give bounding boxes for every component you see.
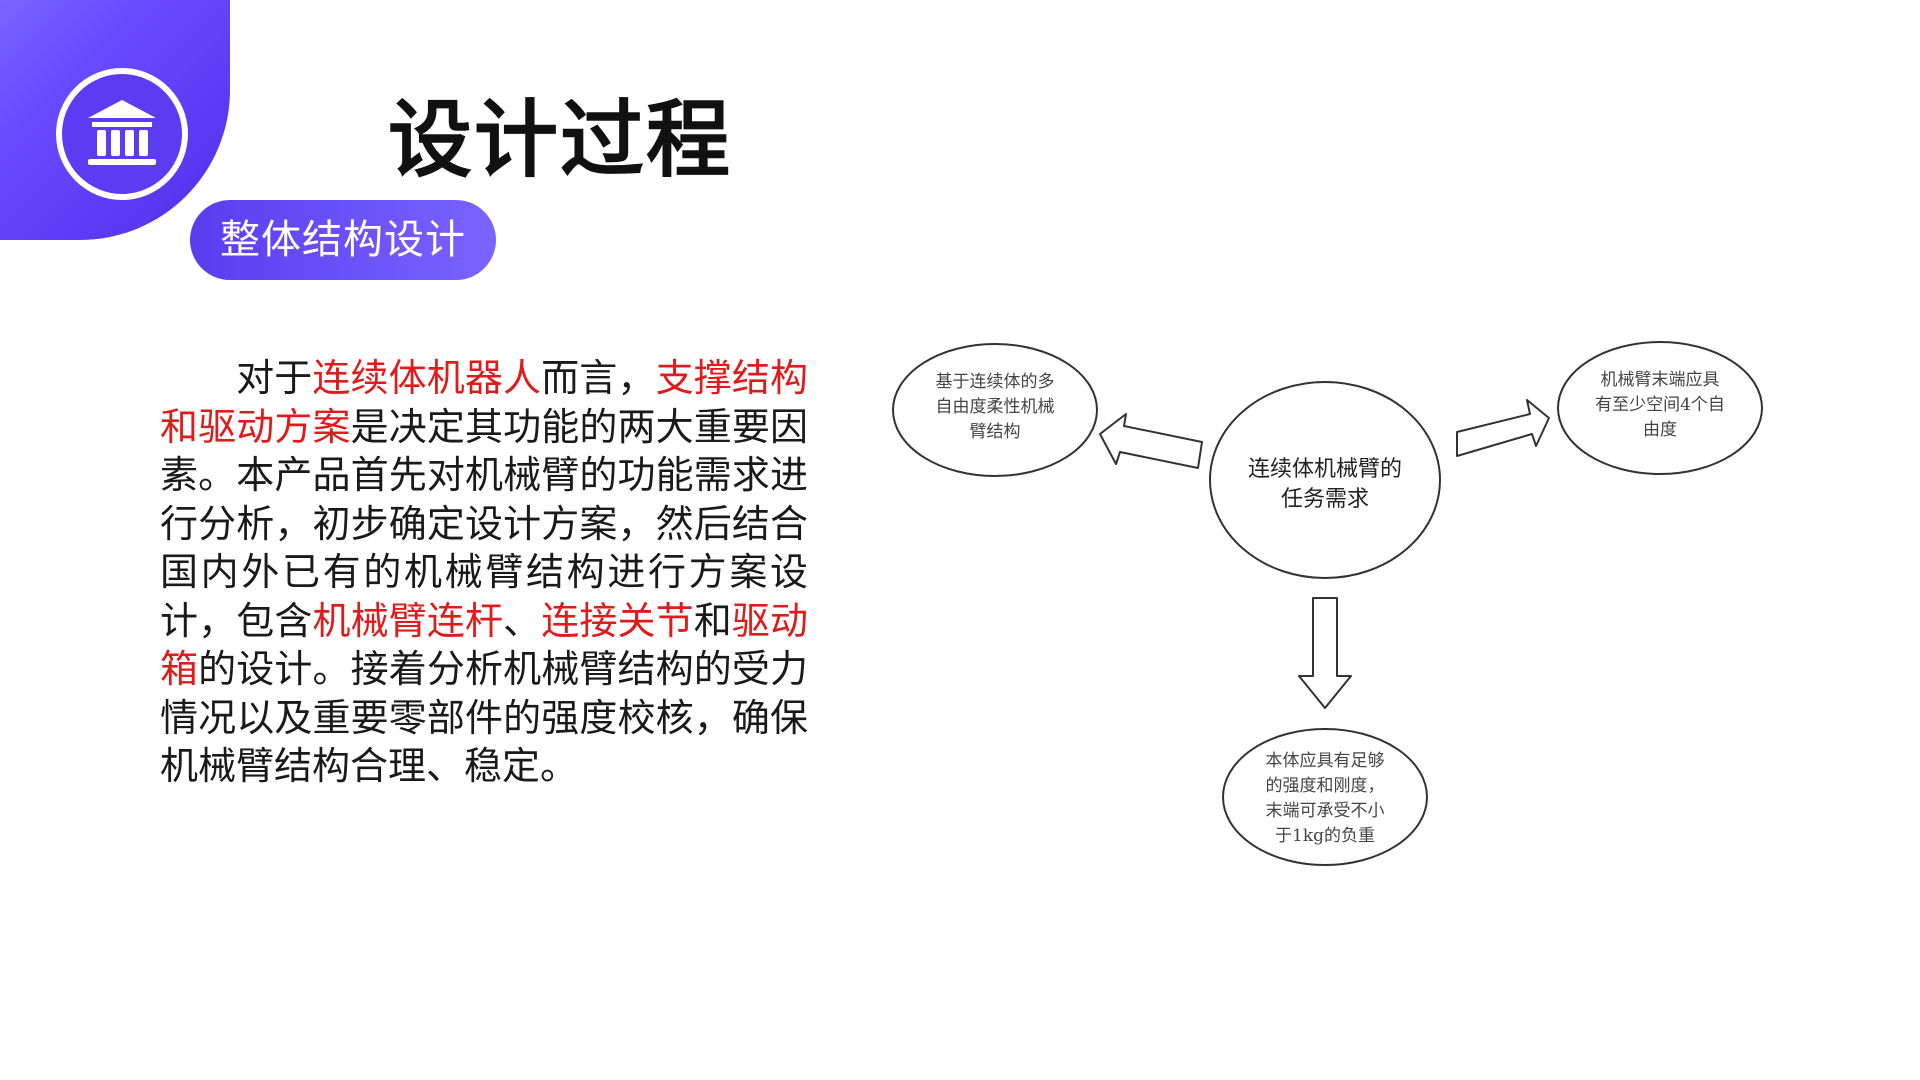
highlight-text-run: 连续体机器人 <box>312 356 542 400</box>
bottom-node-line: 于1kg的负重 <box>1275 826 1375 846</box>
text-run: 的设计。接着分析机械臂结构的受力情况以及重要零部件的强度校核，确保机械臂结构合理… <box>160 647 808 788</box>
right-node-ellipse <box>1557 341 1763 475</box>
highlight-text-run: 连接关节 <box>541 598 694 643</box>
right-node-line: 机械臂末端应具 <box>1601 370 1720 390</box>
text-run: 和 <box>693 598 732 643</box>
diagram-svg: 基于连续体的多 自由度柔性机械 臂结构 机械臂末端应具 有至少空间4个自 由度 … <box>892 341 1763 866</box>
left-node-line: 臂结构 <box>970 422 1021 442</box>
requirements-diagram: 基于连续体的多 自由度柔性机械 臂结构 机械臂末端应具 有至少空间4个自 由度 … <box>880 330 1780 870</box>
highlight-text-run: 机械臂连杆 <box>312 598 504 643</box>
bank-building-icon <box>56 68 188 200</box>
bottom-node-line: 末端可承受不小 <box>1266 801 1385 821</box>
body-paragraph: 对于连续体机器人而言，支撑结构和驱动方案是决定其功能的两大重要因素。本产品首先对… <box>160 354 808 791</box>
left-node-line: 自由度柔性机械 <box>936 397 1055 417</box>
left-node-line: 基于连续体的多 <box>936 372 1055 392</box>
arrow-right-icon <box>1456 399 1550 457</box>
center-node-line: 连续体机械臂的 <box>1248 457 1402 482</box>
section-pill-label: 整体结构设计 <box>190 200 496 280</box>
center-node-ellipse <box>1209 381 1441 579</box>
arrow-left-icon <box>1099 413 1203 469</box>
right-node-line: 有至少空间4个自 <box>1595 395 1725 415</box>
bottom-node-line: 本体应具有足够 <box>1266 751 1385 771</box>
highlight-text-run: 驱动箱 <box>160 598 808 692</box>
arrow-down-icon <box>1298 597 1352 709</box>
left-node-ellipse <box>892 343 1098 477</box>
text-run: 、 <box>503 598 542 643</box>
bottom-node-ellipse <box>1222 728 1428 866</box>
bottom-node-line: 的强度和刚度， <box>1266 776 1385 796</box>
text-run: 而言， <box>541 356 656 400</box>
text-run: 对于 <box>236 356 313 400</box>
highlight-text-run: 支撑结构和驱动方案 <box>160 356 808 449</box>
center-node-line: 任务需求 <box>1281 487 1369 512</box>
page-title: 设计过程 <box>388 91 733 189</box>
right-node-line: 由度 <box>1643 420 1677 440</box>
text-run: 是决定其功能的两大重要因素。本产品首先对机械臂的功能需求进行分析，初步确定设计方… <box>160 404 808 643</box>
